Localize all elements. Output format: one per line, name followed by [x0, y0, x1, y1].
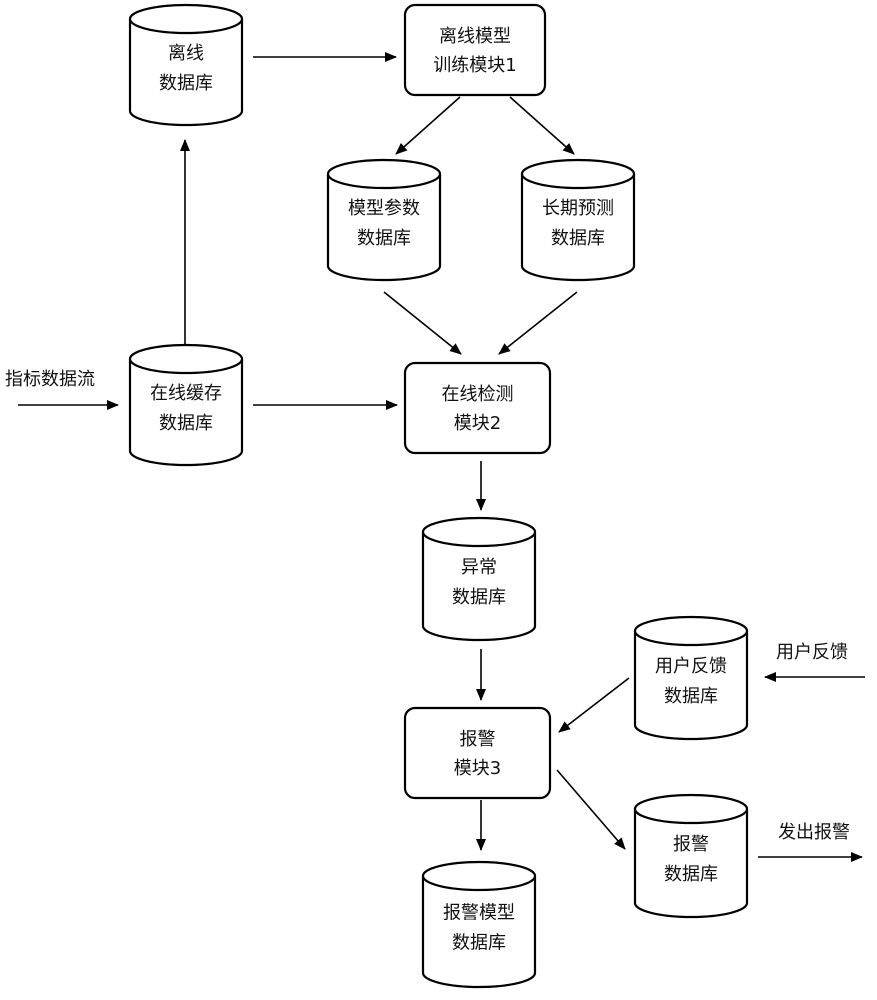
- cylinder-body: [326, 174, 442, 282]
- external-label-send-alarm: 发出报警: [778, 822, 850, 843]
- node-label-line: 在线检测: [442, 384, 514, 405]
- node-label-line: 数据库: [452, 587, 506, 608]
- node-label-line: 异常: [461, 557, 497, 578]
- node-label-line: 报警: [673, 834, 709, 855]
- node-label-line: 数据库: [664, 686, 718, 707]
- node-label-line: 模块3: [454, 758, 501, 779]
- node-label-line: 报警模型: [443, 903, 515, 924]
- module-rect: [403, 361, 552, 455]
- cylinder-top: [633, 615, 749, 647]
- cylinder-top: [421, 516, 537, 548]
- node-label-line: 在线缓存: [150, 383, 222, 404]
- node-label-line: 数据库: [159, 413, 213, 434]
- cylinder-top: [520, 158, 636, 190]
- cylinder-body: [128, 19, 244, 127]
- external-label-user-feedback: 用户反馈: [776, 642, 848, 663]
- module-rect: [403, 3, 547, 97]
- node-label-line: 数据库: [664, 864, 718, 885]
- node-label-line: 报警: [460, 729, 496, 750]
- arrow-long_pred_db-to-online_detect: [498, 291, 578, 355]
- cylinder-top: [421, 860, 537, 892]
- cylinder-body: [128, 359, 244, 467]
- node-label-line: 模型参数: [348, 198, 420, 219]
- cylinder-body: [520, 174, 636, 282]
- node-label-line: 模块2: [454, 413, 501, 434]
- node-label-line: 数据库: [551, 228, 605, 249]
- external-label-metric-stream: 指标数据流: [5, 369, 95, 390]
- module-rect: [403, 706, 552, 800]
- cylinder-body: [633, 631, 749, 741]
- cylinder-top: [633, 793, 749, 825]
- arrow-model_param_db-to-online_detect: [383, 291, 462, 355]
- nodes-layer: 离线数据库离线模型训练模块1模型参数数据库长期预测数据库在线缓存数据库在线检测模…: [128, 3, 749, 989]
- node-label-line: 数据库: [452, 933, 506, 954]
- cylinder-top: [128, 343, 244, 375]
- edges-layer: [18, 52, 865, 862]
- cylinder-top: [128, 3, 244, 35]
- node-label-line: 离线模型: [439, 26, 511, 47]
- cylinder-body: [633, 809, 749, 919]
- cylinder-body: [421, 876, 537, 989]
- cylinder-top: [326, 158, 442, 190]
- arrow-offline_train-to-long_pred_db: [509, 96, 575, 155]
- arrow-feedback_db-to-alarm_module: [558, 677, 630, 733]
- cylinder-body: [421, 532, 537, 642]
- node-label-line: 数据库: [159, 73, 213, 94]
- node-label-line: 长期预测: [542, 198, 614, 219]
- node-label-line: 离线: [168, 43, 204, 64]
- node-label-line: 训练模块1: [433, 55, 516, 76]
- node-label-line: 用户反馈: [655, 656, 727, 677]
- arrow-alarm_module-to-alarm_db: [556, 769, 626, 850]
- arrow-offline_train-to-model_param_db: [395, 96, 461, 155]
- node-label-line: 数据库: [357, 228, 411, 249]
